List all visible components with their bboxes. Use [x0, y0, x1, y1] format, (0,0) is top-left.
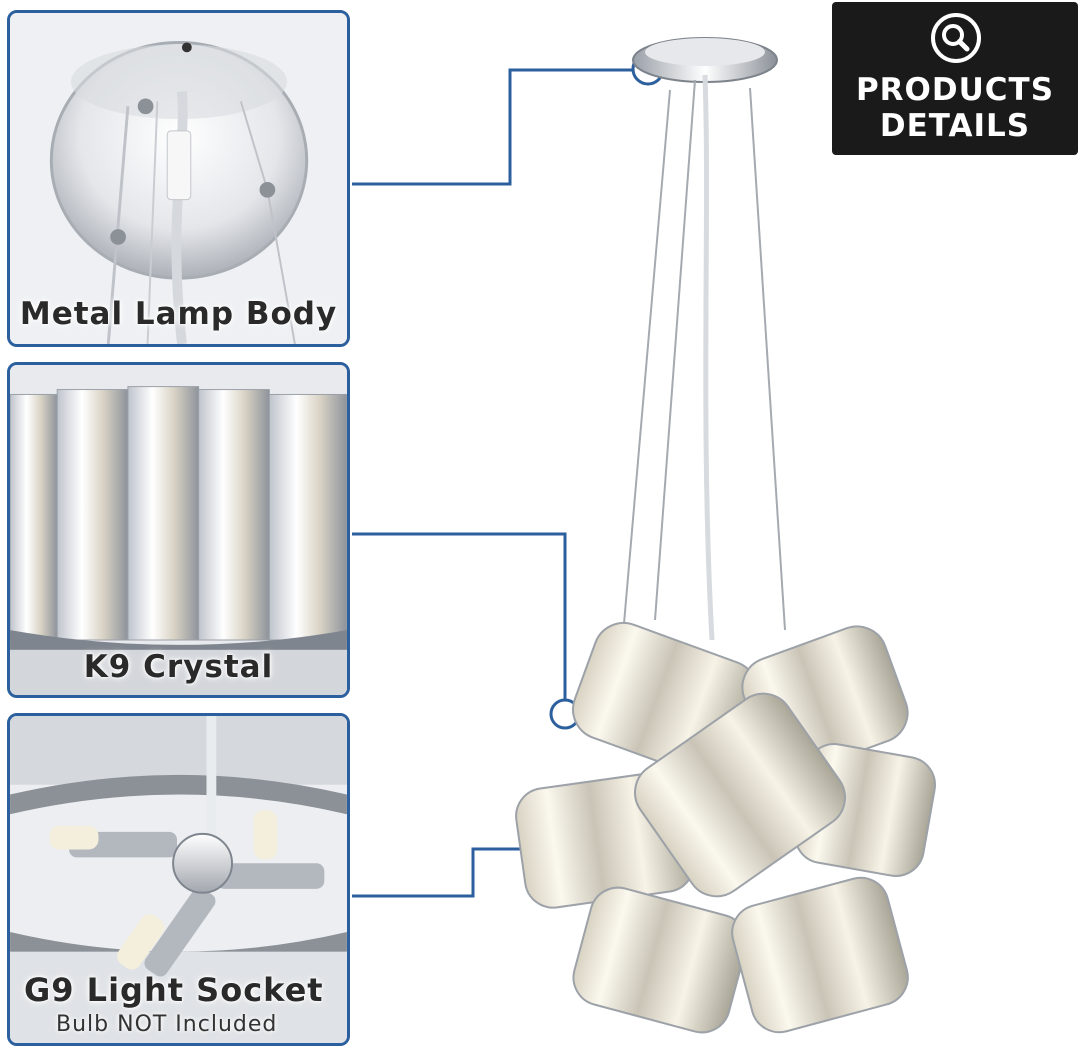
badge-line-details: DETAILS: [879, 108, 1031, 144]
badge-line-products: PRODUCTS: [855, 72, 1055, 108]
socket-closeup-image: [10, 716, 347, 1043]
metal-lamp-body-label: Metal Lamp Body: [19, 296, 338, 332]
badge-text: PRODUCTS DETAILS: [832, 72, 1078, 144]
chandelier-image: [515, 37, 936, 1034]
crystal-closeup-image: [10, 365, 347, 695]
metal-canopy-image: [10, 13, 347, 344]
products-details-badge: PRODUCTS DETAILS: [832, 2, 1078, 155]
g9-light-socket-label: G9 Light Socket: [24, 971, 324, 1009]
magnifier-icon: [931, 13, 981, 63]
detail-panel-k9-crystal: K9 Crystal: [7, 362, 350, 698]
k9-crystal-label: K9 Crystal: [83, 649, 274, 685]
bulb-not-included-note: Bulb NOT Included: [56, 1012, 278, 1037]
detail-panel-g9-light-socket: G9 Light Socket Bulb NOT Included: [7, 713, 350, 1046]
detail-panel-metal-lamp-body: Metal Lamp Body: [7, 10, 350, 347]
